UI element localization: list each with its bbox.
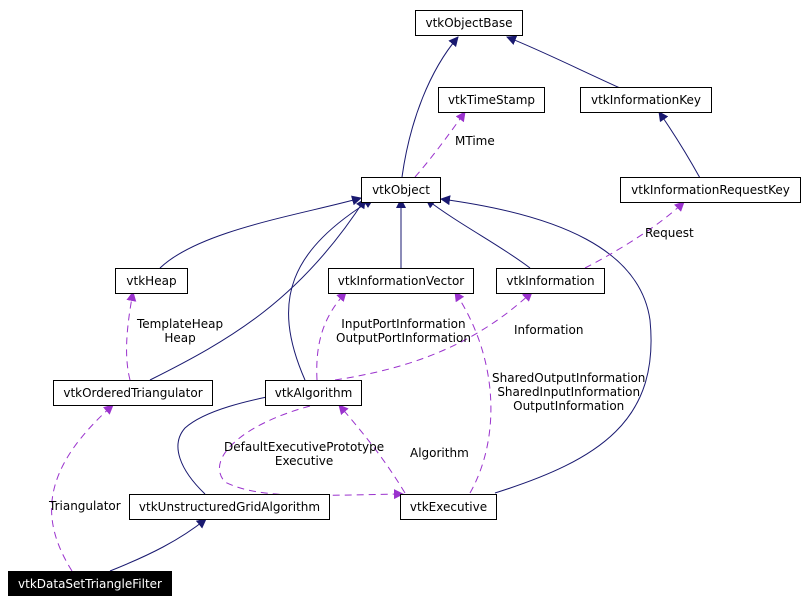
edge-filter-to-ugalgorithm <box>109 518 207 572</box>
edge-requestkey-to-infokey <box>658 111 701 179</box>
node-vtktimestamp[interactable]: vtkTimeStamp <box>438 87 545 113</box>
edge-information-to-object <box>425 198 531 269</box>
node-vtkinformation[interactable]: vtkInformation <box>496 268 605 294</box>
edge-infokey-to-objectbase <box>506 35 621 89</box>
edge-executive-to-algorithm <box>219 405 404 500</box>
node-vtkdatasettrianglefilter[interactable]: vtkDataSetTriangleFilter <box>8 571 172 596</box>
edge-timestamp-to-object <box>414 111 466 178</box>
edge-label-port-information: InputPortInformation OutputPortInformati… <box>336 317 471 345</box>
edge-executive-to-object <box>440 195 652 494</box>
node-vtkunstructuredgridalgorithm[interactable]: vtkUnstructuredGridAlgorithm <box>129 494 330 520</box>
edge-algorithm-to-executive <box>338 404 406 494</box>
edge-heap-to-object <box>159 195 362 269</box>
edge-ugalgorithm-to-algorithm <box>177 390 283 495</box>
edge-label-triangulator: Triangulator <box>49 499 121 513</box>
node-vtkheap[interactable]: vtkHeap <box>115 268 188 294</box>
edge-label-information: Information <box>514 323 584 337</box>
edge-ordered-to-filter <box>51 404 114 572</box>
edge-infovector-to-executive <box>454 291 492 494</box>
node-vtkinformationkey[interactable]: vtkInformationKey <box>580 87 712 113</box>
node-vtkinformationrequestkey[interactable]: vtkInformationRequestKey <box>620 177 801 203</box>
edge-object-to-objectbase <box>401 36 459 178</box>
node-vtkalgorithm[interactable]: vtkAlgorithm <box>265 380 362 406</box>
node-vtkorderedtriangulator[interactable]: vtkOrderedTriangulator <box>53 380 213 406</box>
edge-requestkey-to-information <box>584 201 685 269</box>
edge-algorithm-to-object <box>288 198 374 381</box>
edge-label-template-heap: TemplateHeap Heap <box>137 317 224 345</box>
node-vtkobjectbase[interactable]: vtkObjectBase <box>415 10 523 36</box>
node-vtkexecutive[interactable]: vtkExecutive <box>400 494 497 520</box>
edge-label-mtime: MTime <box>455 134 495 148</box>
edge-infovector-to-algorithm <box>316 291 347 381</box>
edge-label-request: Request <box>645 226 694 240</box>
edge-heap-to-ordered <box>126 291 137 381</box>
node-vtkobject[interactable]: vtkObject <box>361 177 441 203</box>
edge-information-to-algorithm <box>334 291 533 381</box>
node-vtkinformationvector[interactable]: vtkInformationVector <box>328 268 474 294</box>
edge-label-algorithm: Algorithm <box>410 446 469 460</box>
edge-label-shared-information: SharedOutputInformation SharedInputInfor… <box>492 371 646 413</box>
edge-ordered-to-object <box>149 198 366 381</box>
edge-label-executive-prototype: DefaultExecutivePrototype Executive <box>224 440 385 468</box>
